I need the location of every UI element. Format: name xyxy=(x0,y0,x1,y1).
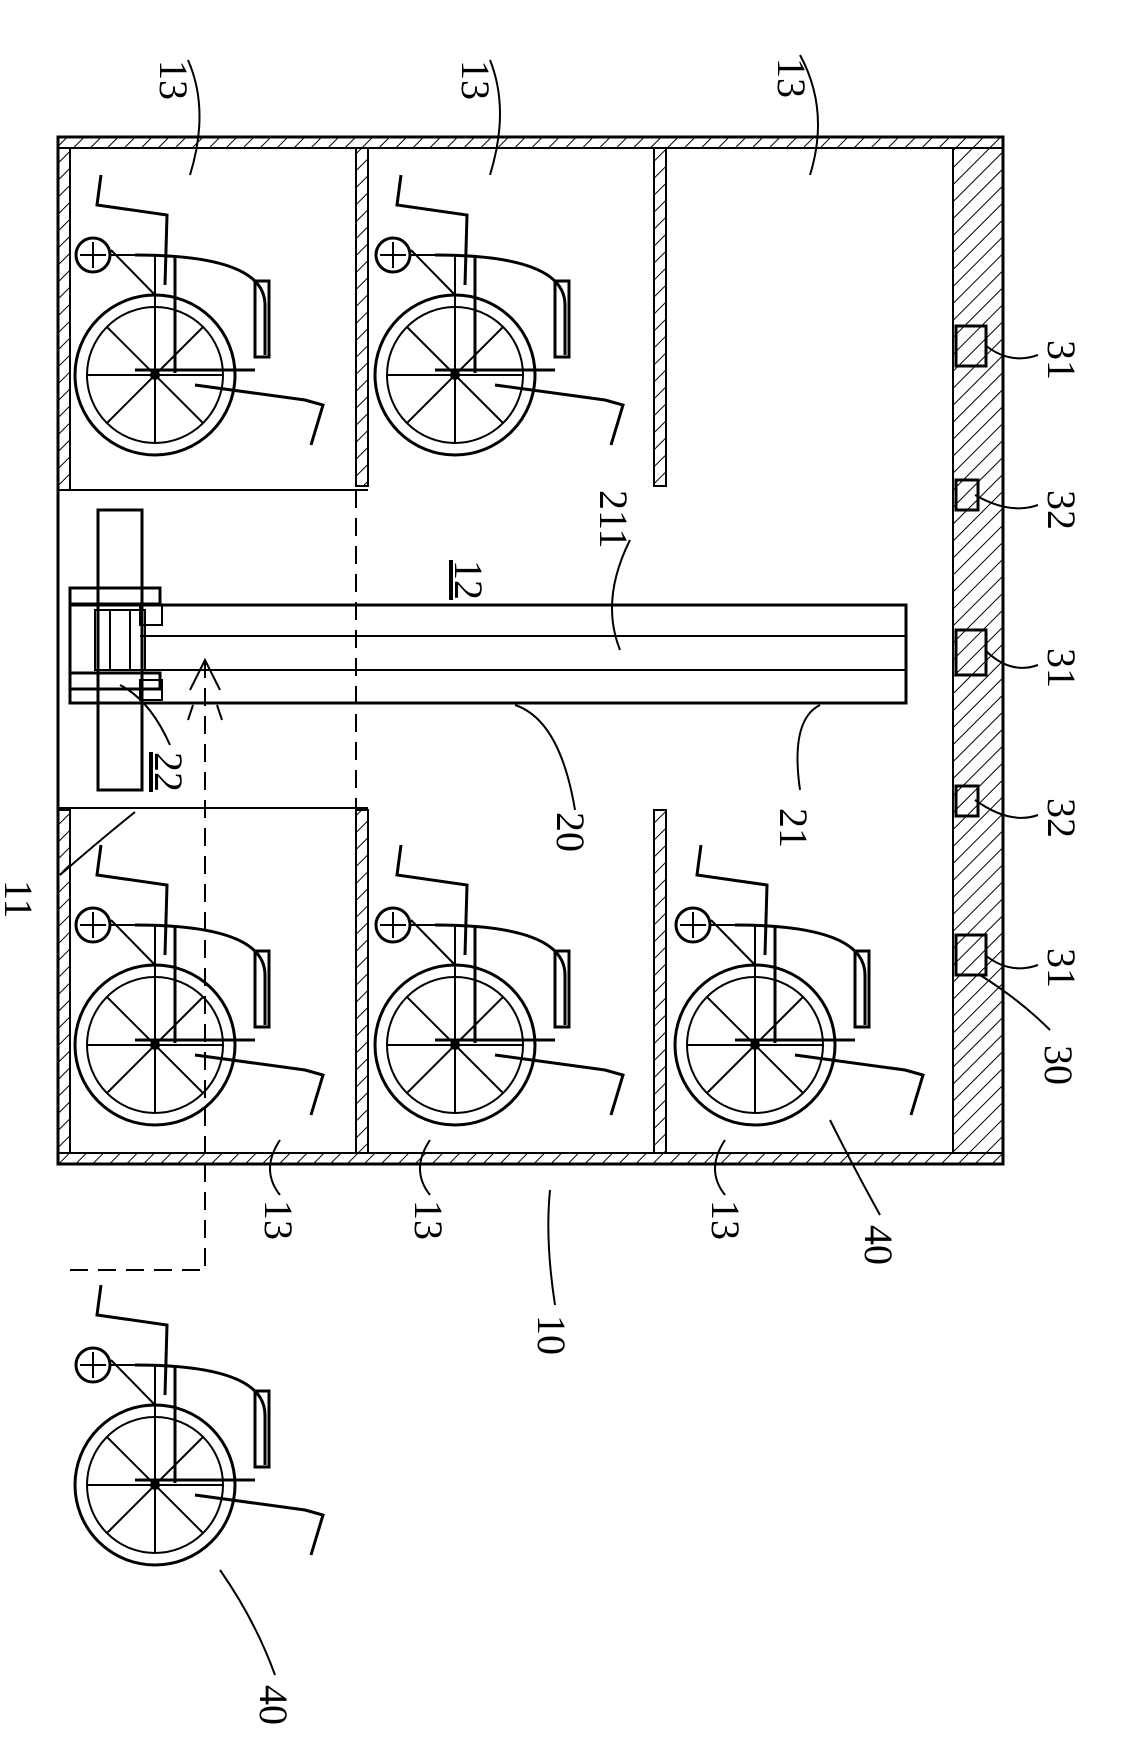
label-charger-2: 31 xyxy=(1039,648,1084,688)
partitions xyxy=(58,147,667,1154)
label-aisle: 12 xyxy=(446,560,491,600)
label-sensor-1: 32 xyxy=(1039,490,1084,530)
label-parking-space-4: 13 xyxy=(256,1200,301,1240)
sensor-1 xyxy=(954,478,980,512)
charger-2 xyxy=(954,628,988,677)
label-charger-3: 31 xyxy=(1039,948,1084,988)
label-parking-space-2: 13 xyxy=(453,60,498,100)
wheelchair-3 xyxy=(73,843,325,1127)
label-wheelchair-1: 40 xyxy=(856,1225,901,1265)
wheelchair-4 xyxy=(373,843,625,1127)
label-carrier: 20 xyxy=(548,812,593,852)
wheelchair-2 xyxy=(373,173,625,457)
room-walls xyxy=(56,135,1005,1166)
label-wheelchair-2: 40 xyxy=(251,1685,296,1725)
wheelchair-6 xyxy=(73,1283,325,1567)
rail xyxy=(68,603,908,705)
label-entrance: 11 xyxy=(0,880,41,919)
label-rail-groove: 211 xyxy=(591,490,636,549)
wheelchair-5 xyxy=(673,843,925,1127)
label-control-box: 30 xyxy=(1036,1045,1081,1085)
label-carriage: 22 xyxy=(146,752,191,792)
labels: 13 13 13 31 32 31 32 31 30 211 12 21 20 … xyxy=(0,58,1084,1725)
label-room: 10 xyxy=(529,1315,574,1355)
movement-path xyxy=(70,490,357,1271)
label-rail: 21 xyxy=(771,808,816,848)
wheelchair-1 xyxy=(73,173,325,457)
label-parking-space-6: 13 xyxy=(703,1200,748,1240)
carriage xyxy=(68,508,163,792)
label-parking-space-3: 13 xyxy=(769,58,814,98)
label-charger-1: 31 xyxy=(1039,340,1084,380)
wheelchairs xyxy=(73,173,925,1567)
label-parking-space-5: 13 xyxy=(406,1200,451,1240)
leader-lines xyxy=(59,54,1051,1676)
label-parking-space-1: 13 xyxy=(151,60,196,100)
label-sensor-2: 32 xyxy=(1039,798,1084,838)
